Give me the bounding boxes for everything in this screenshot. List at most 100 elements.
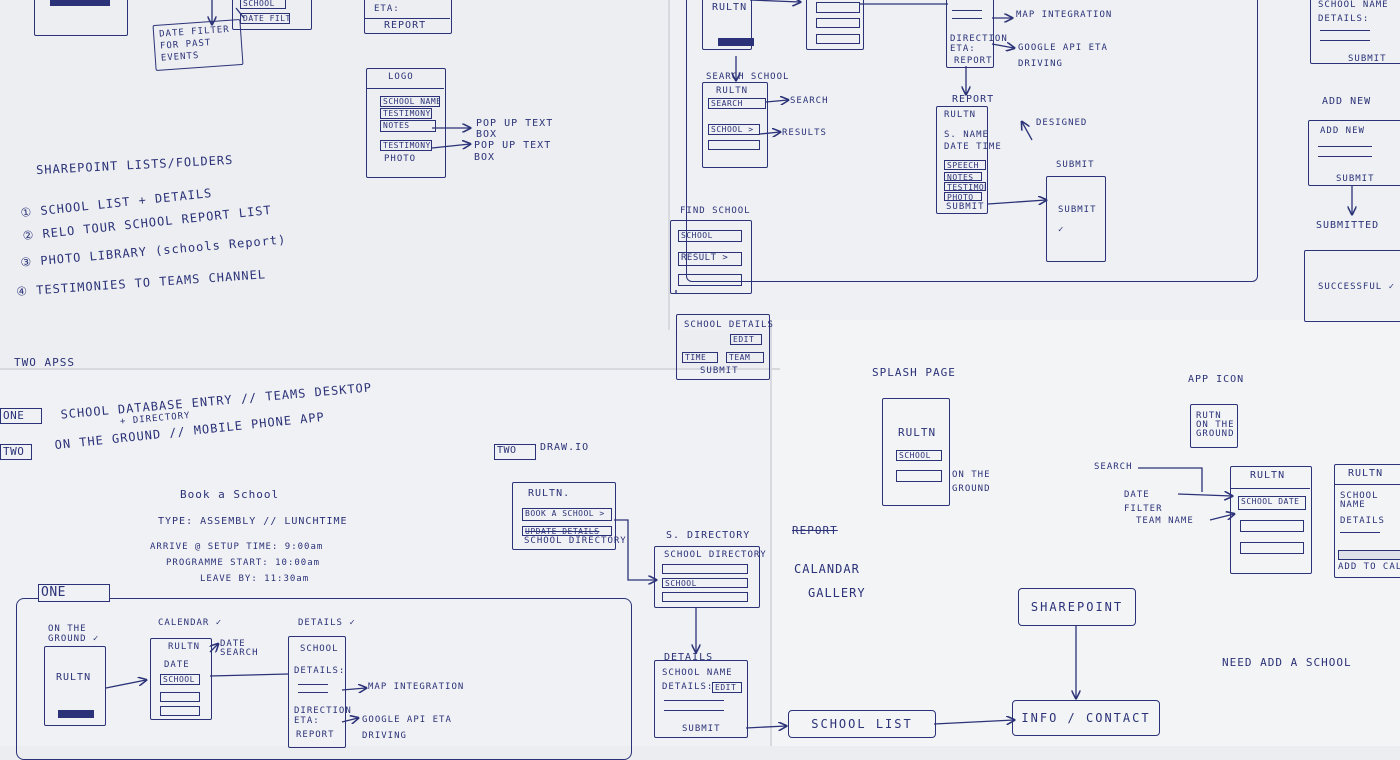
find-school-sketch	[670, 220, 752, 294]
sketch-field	[718, 38, 754, 46]
home-screen-sketch	[512, 482, 616, 550]
logo-screen-sketch	[366, 68, 446, 178]
search-note: SEARCH	[790, 96, 829, 106]
app-icon-text: RUTN ON THE GROUND	[1196, 411, 1235, 439]
sketch-field	[1240, 520, 1304, 532]
date-filter-note: DATE FILTER	[1124, 490, 1163, 514]
paper-sheet-top-right	[668, 0, 1400, 330]
google-api-note: GOOGLE API ETA DRIVING	[362, 715, 452, 741]
directory-screen-sketch	[654, 546, 760, 608]
main-screen-sketch	[1230, 466, 1312, 574]
sketch-field	[678, 274, 742, 286]
find-school-label: FIND SCHOOL	[680, 206, 751, 216]
flow-one-label: ONE	[38, 584, 110, 602]
school-field: SCHOOL	[160, 674, 200, 685]
update-details-button: UPDATE DETAILS	[522, 526, 612, 536]
text-line	[1320, 30, 1370, 31]
eta-label: ETA:	[950, 44, 976, 54]
school-field: SCHOOL >	[708, 124, 760, 135]
school-label: SCHOOL	[300, 644, 339, 654]
report-field: SPEECH	[944, 160, 986, 170]
time-field: TIME	[682, 352, 718, 363]
calendar-note: CALANDAR	[794, 562, 860, 576]
success-screen-sketch	[1304, 250, 1400, 322]
calendar-screen-sketch	[806, 0, 864, 50]
rultn-logo: RULTN.	[528, 488, 571, 499]
info-contact-box: INFO / CONTACT	[1012, 700, 1160, 736]
details-label: DETAILS ✓	[298, 618, 356, 628]
details-screen-sketch	[1310, 0, 1400, 64]
direction-label: DIRECTION	[294, 706, 352, 716]
flow-two-container	[686, 0, 1258, 282]
side-screen-sketch	[1334, 464, 1400, 578]
school-details-label: SCHOOL DETAILS	[684, 320, 774, 330]
submit-screen-sketch	[1046, 176, 1106, 262]
team-field: TEAM	[726, 352, 764, 363]
date-label: DATE	[164, 660, 190, 670]
rultn-logo: RULTN	[712, 2, 748, 13]
map-integration-note: MAP INTEGRATION	[368, 682, 465, 692]
text-line	[1318, 146, 1372, 147]
school-field: SCHOOL	[240, 0, 286, 9]
school-list-box: SCHOOL LIST	[788, 710, 936, 738]
date-search-note: DATE SEARCH	[220, 639, 259, 658]
two-badge: TWO	[0, 444, 32, 460]
paper-fold	[770, 320, 772, 746]
sketch-frame	[232, 0, 312, 30]
paper-fold	[0, 368, 780, 370]
s-directory-label: S. DIRECTORY	[666, 530, 751, 541]
text-line	[298, 692, 328, 693]
directory-title: SCHOOL DIRECTORY	[664, 550, 767, 560]
text-line	[1320, 40, 1370, 41]
divider	[366, 88, 444, 89]
submitted-label: SUBMITTED	[1316, 220, 1380, 231]
rultn-logo: RULTN	[944, 110, 977, 120]
two-apps-note: TWO APSS	[14, 356, 75, 369]
school-name-label: SCHOOL NAME	[1340, 491, 1379, 510]
sketch-field	[816, 34, 860, 44]
sketch-field	[160, 706, 200, 716]
divider	[364, 18, 450, 19]
sketch-field	[708, 140, 760, 150]
notes-field: NOTES	[380, 120, 436, 132]
logo-title: LOGO	[388, 72, 414, 82]
eta-label: ETA:	[374, 4, 400, 14]
sketch-field	[160, 692, 200, 702]
one-badge: ONE	[0, 408, 42, 424]
details-label: DETAILS	[1340, 516, 1385, 526]
sketch-field	[662, 564, 748, 574]
eta-label: ETA:	[294, 716, 320, 726]
paper-fold	[668, 0, 670, 330]
school-details-sketch	[676, 314, 770, 380]
sketch-field	[1240, 542, 1304, 554]
calendar-label: CALENDAR ✓	[158, 618, 223, 628]
report-field: S. NAME	[944, 130, 989, 140]
add-new-sketch	[1308, 120, 1400, 186]
drawio-label: DRAW.IO	[540, 442, 590, 453]
report-heading: REPORT	[952, 94, 995, 105]
school-date-field: SCHOOL DATE	[1238, 496, 1306, 510]
edit-button: EDIT	[712, 682, 742, 693]
school-button: SCHOOL	[896, 450, 942, 461]
sketch-field	[896, 470, 942, 482]
successful-label: SUCCESSFUL ✓	[1318, 282, 1396, 292]
report-crossed: REPORT	[792, 524, 838, 537]
search-school-label: SEARCH SCHOOL	[706, 72, 790, 82]
details-field-label: DETAILS:	[294, 666, 346, 676]
add-new-heading: ADD NEW	[1322, 96, 1372, 107]
divider	[1230, 488, 1310, 489]
sketch-field	[816, 2, 860, 13]
google-api-note: GOOGLE API ETA DRIVING	[1018, 43, 1108, 69]
submit-label: SUBMIT	[682, 724, 721, 734]
calendar-screen-sketch	[150, 638, 212, 720]
report-submit: SUBMIT	[946, 202, 985, 212]
school-field: SCHOOL	[662, 578, 748, 588]
search-field: SCHOOL	[678, 230, 742, 242]
report-field: PHOTO	[944, 192, 982, 201]
report-screen-sketch	[936, 106, 988, 214]
popup-note: POP UP TEXT BOX	[476, 118, 554, 140]
text-line	[298, 684, 328, 685]
testimony-field: TESTIMONY	[380, 108, 432, 119]
report-label: REPORT	[384, 20, 427, 31]
